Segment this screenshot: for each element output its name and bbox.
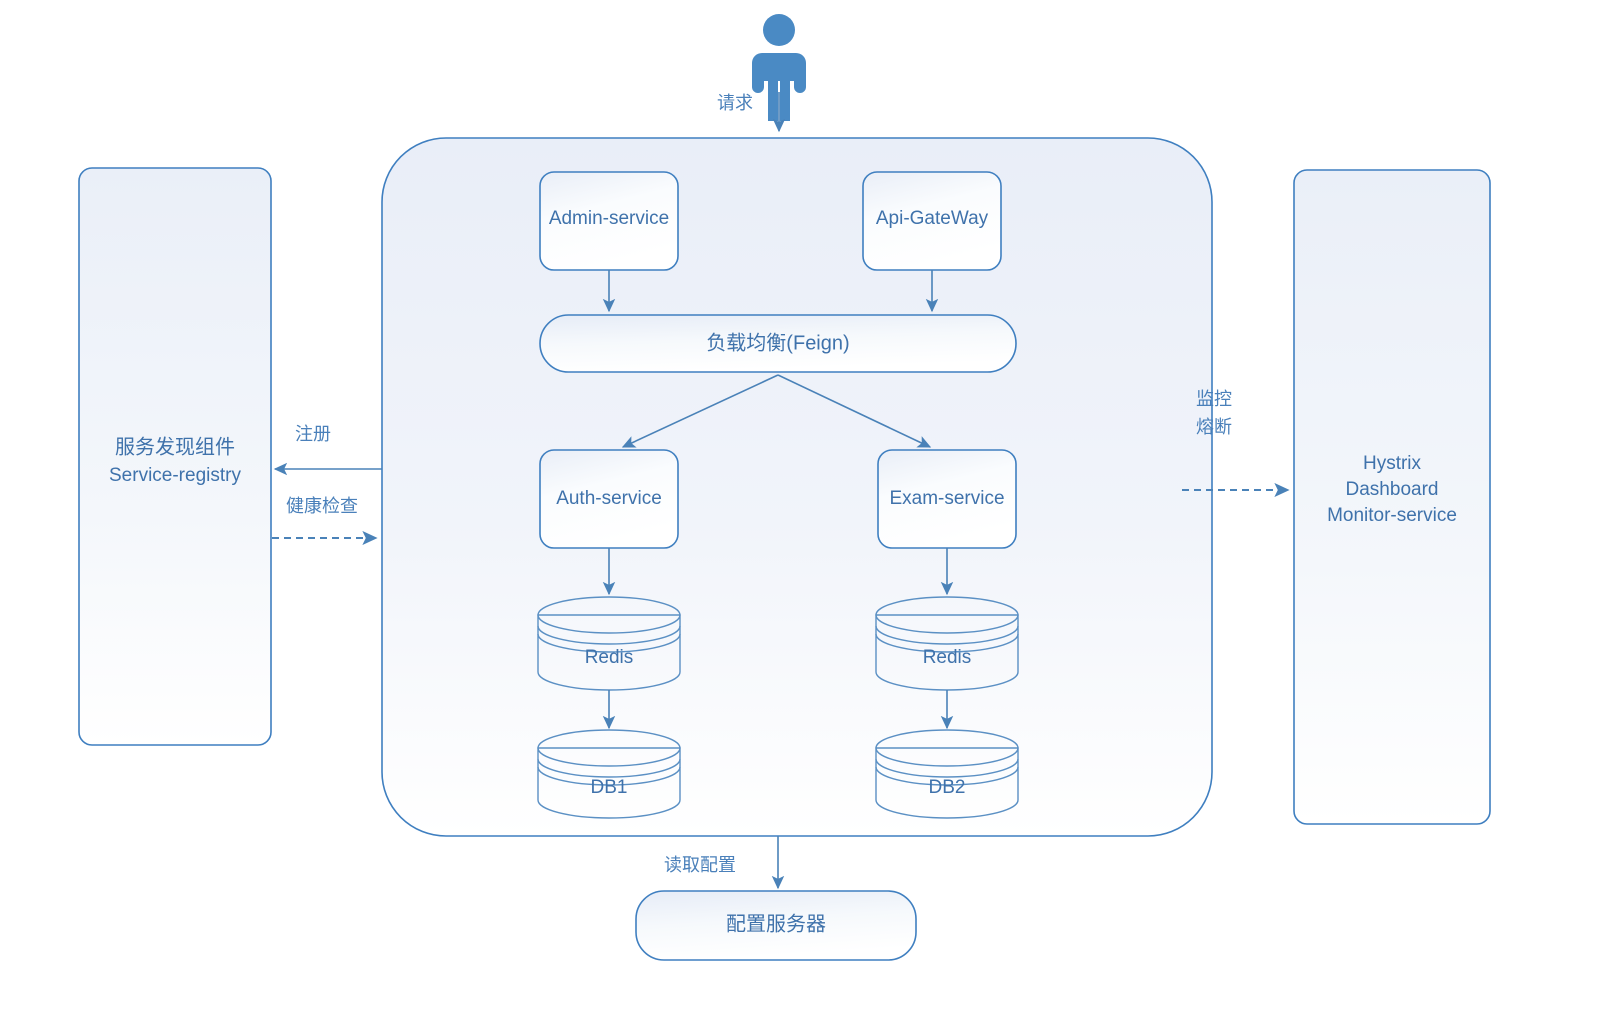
read-config-arrow-label: 读取配置 (664, 855, 736, 875)
redis-right-body (875, 614, 1019, 691)
microservice-cluster-container (381, 137, 1213, 837)
service-registry-panel[interactable]: 服务发现组件 Service-registry (78, 167, 272, 746)
admin-service-node[interactable]: Admin-service (539, 171, 679, 271)
microservice-cluster-shape (381, 137, 1213, 837)
load-balancer-label: 负载均衡(Feign) (706, 331, 849, 354)
hystrix-dashboard-panel-shape (1293, 169, 1491, 825)
exam-service-node[interactable]: Exam-service (877, 449, 1017, 549)
load-balancer-node[interactable]: 负载均衡(Feign) (539, 314, 1017, 373)
db2-ring2 (875, 766, 1019, 786)
edge-register: 注册 (273, 424, 382, 476)
hystrix-label-line3: Monitor-service (1327, 505, 1457, 526)
hystrix-label-line1: Hystrix (1363, 453, 1422, 474)
db1-top (537, 729, 681, 767)
db1-ring2 (537, 766, 681, 786)
api-gateway-label: Api-GateWay (876, 208, 989, 229)
db2-node[interactable]: DB2 (875, 729, 1019, 819)
load-balancer-shape (539, 314, 1017, 373)
config-server-node[interactable]: 配置服务器 (635, 890, 917, 961)
redis-left-label: Redis (585, 647, 634, 668)
db1-node[interactable]: DB1 (537, 729, 681, 819)
api-gateway-node[interactable]: Api-GateWay (862, 171, 1002, 271)
edge-lb-to-exam (777, 374, 932, 448)
auth-service-label: Auth-service (556, 488, 662, 509)
db2-top (875, 729, 1019, 767)
edge-health-check: 健康检查 (272, 496, 378, 545)
request-arrow-label: 请求 (717, 93, 753, 113)
health-check-arrow-label: 健康检查 (286, 496, 358, 516)
redis-right-node[interactable]: Redis (875, 596, 1019, 691)
hystrix-label-line2: Dashboard (1346, 479, 1439, 500)
person-icon (752, 14, 806, 121)
db1-label: DB1 (591, 777, 628, 798)
service-registry-panel-shape (78, 167, 272, 746)
db1-body (537, 747, 681, 819)
redis-left-ring1 (537, 625, 681, 645)
redis-right-ring2 (875, 633, 1019, 653)
service-registry-label-en: Service-registry (109, 465, 241, 486)
redis-right-label: Redis (923, 647, 972, 668)
edge-read-config: 读取配置 (664, 836, 785, 890)
edge-lb-to-auth (621, 374, 779, 448)
hystrix-dashboard-panel[interactable]: Hystrix Dashboard Monitor-service (1293, 169, 1491, 825)
register-arrow-label: 注册 (295, 424, 331, 444)
db2-body (875, 747, 1019, 819)
redis-left-ring2 (537, 633, 681, 653)
monitor-arrow-label: 监控 (1196, 389, 1232, 409)
redis-left-body (537, 614, 681, 691)
fuse-arrow-label: 熔断 (1196, 417, 1232, 437)
lb-to-auth-line (621, 374, 779, 448)
redis-right-ring1 (875, 625, 1019, 645)
user-actor (752, 14, 806, 121)
db2-ring1 (875, 758, 1019, 778)
config-server-shape (635, 890, 917, 961)
redis-left-top (537, 596, 681, 634)
exam-service-label: Exam-service (889, 488, 1004, 509)
redis-right-top (875, 596, 1019, 634)
redis-left-node[interactable]: Redis (537, 596, 681, 691)
config-server-label: 配置服务器 (726, 912, 826, 935)
edge-monitor-fuse: 监控 熔断 (1182, 389, 1290, 497)
db1-ring1 (537, 758, 681, 778)
lb-to-exam-line (777, 374, 932, 448)
service-registry-label-cn: 服务发现组件 (115, 435, 235, 458)
auth-service-node[interactable]: Auth-service (539, 449, 679, 549)
admin-service-label: Admin-service (549, 208, 669, 229)
db2-label: DB2 (929, 777, 966, 798)
edge-request: 请求 (717, 92, 786, 133)
